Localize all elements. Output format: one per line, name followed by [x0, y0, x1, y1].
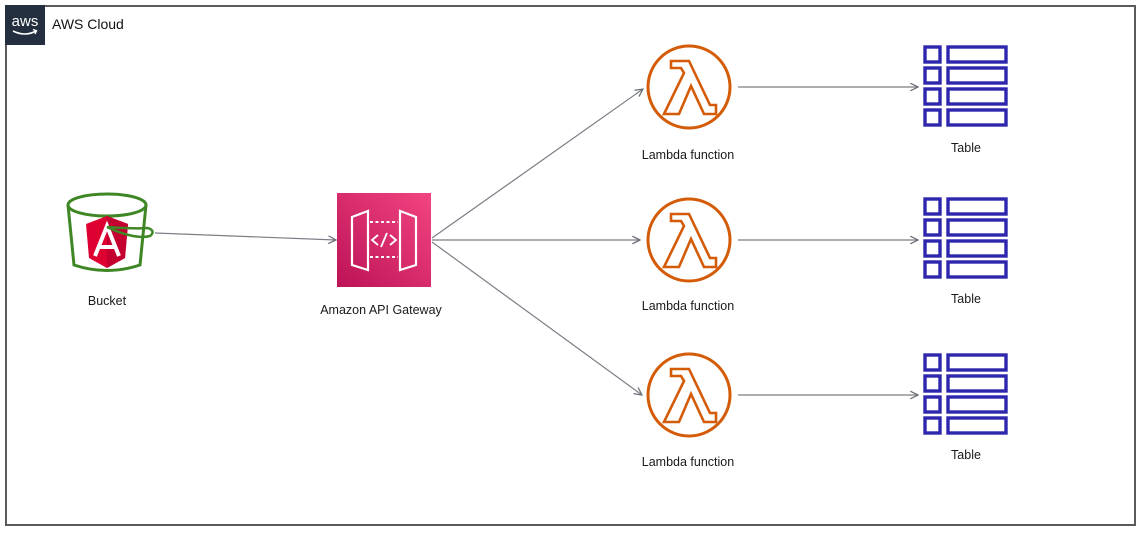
lambda-label: Lambda function	[641, 299, 735, 313]
s3-bucket-angular-icon[interactable]	[66, 192, 154, 272]
edge-api-lambda-3	[431, 241, 642, 395]
bucket-label: Bucket	[87, 294, 127, 308]
api-gateway-label: Amazon API Gateway	[320, 303, 442, 317]
dynamodb-table-icon[interactable]	[923, 45, 1008, 127]
aws-logo-icon: aws	[5, 5, 45, 45]
lambda-icon[interactable]	[646, 44, 732, 130]
dynamodb-table-icon[interactable]	[923, 197, 1008, 279]
edge-api-lambda-1	[431, 89, 643, 239]
lambda-label: Lambda function	[641, 455, 735, 469]
table-label: Table	[951, 141, 981, 155]
aws-cloud-group	[5, 5, 1136, 526]
api-gateway-icon[interactable]	[337, 193, 431, 287]
dynamodb-table-icon[interactable]	[923, 353, 1008, 435]
table-label: Table	[951, 448, 981, 462]
group-title: AWS Cloud	[52, 16, 124, 32]
svg-text:aws: aws	[12, 13, 39, 30]
edge-bucket-api	[154, 232, 336, 240]
lambda-label: Lambda function	[641, 148, 735, 162]
lambda-icon[interactable]	[646, 197, 732, 283]
table-label: Table	[951, 292, 981, 306]
lambda-icon[interactable]	[646, 352, 732, 438]
